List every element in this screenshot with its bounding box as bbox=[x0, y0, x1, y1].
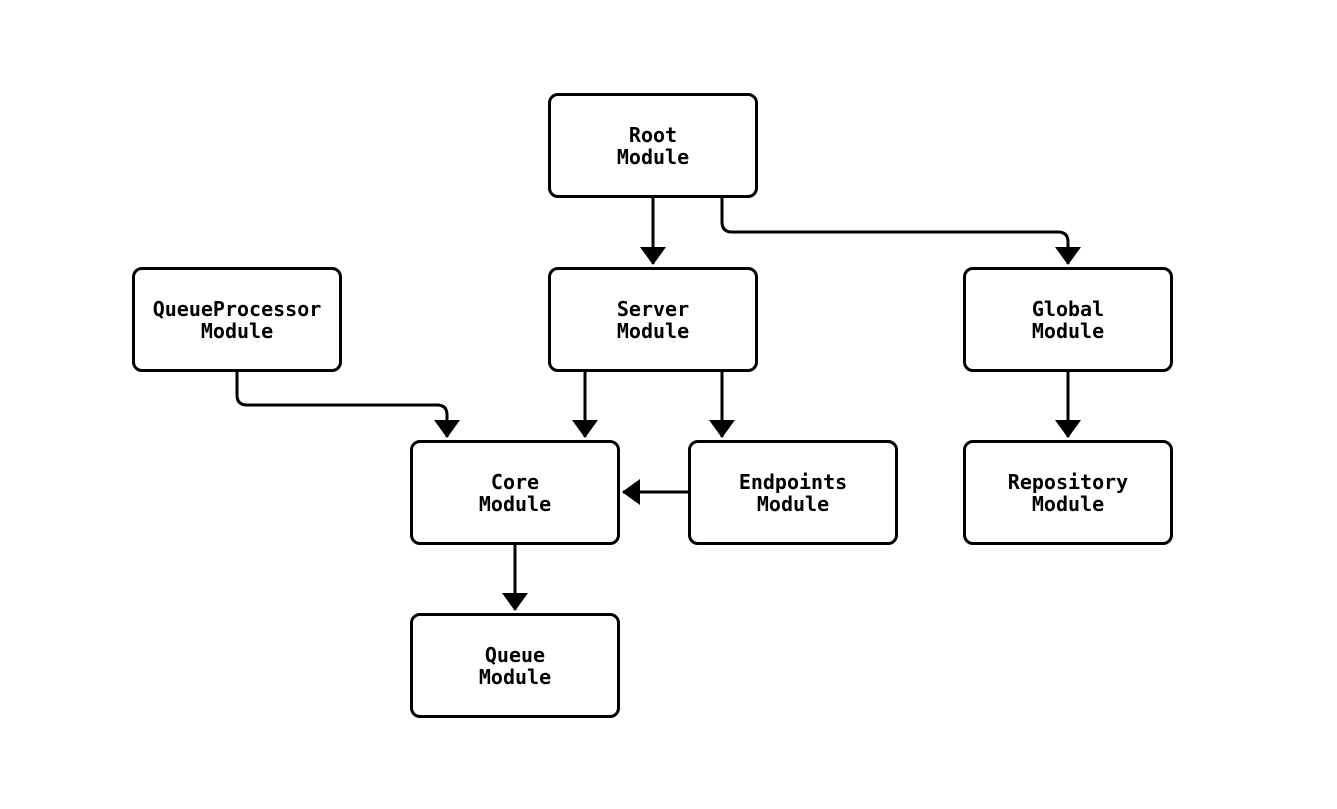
node-label-line: Module bbox=[616, 144, 690, 169]
node-label-line: Core bbox=[490, 469, 540, 494]
node-label-line: Server bbox=[616, 296, 690, 321]
node-label-line: Repository bbox=[1007, 469, 1129, 494]
node-core-module: Core Module bbox=[410, 440, 620, 545]
node-label-line: Module bbox=[200, 318, 274, 343]
node-root-module: Root Module bbox=[548, 93, 758, 198]
node-label-line: Queue bbox=[484, 642, 546, 667]
node-queueprocessor-module: QueueProcessor Module bbox=[132, 267, 342, 372]
node-label-line: Global bbox=[1031, 296, 1105, 321]
node-label-line: Module bbox=[478, 491, 552, 516]
node-label-line: Endpoints bbox=[738, 469, 848, 494]
node-queue-module: Queue Module bbox=[410, 613, 620, 718]
edge-queueprocessor-to-core bbox=[235, 372, 460, 438]
node-label-line: Module bbox=[478, 664, 552, 689]
node-endpoints-module: Endpoints Module bbox=[688, 440, 898, 545]
node-global-module: Global Module bbox=[963, 267, 1173, 372]
node-label-line: Module bbox=[616, 318, 690, 343]
node-label-line: Module bbox=[756, 491, 830, 516]
node-label-line: QueueProcessor bbox=[152, 296, 322, 321]
node-server-module: Server Module bbox=[548, 267, 758, 372]
node-label-line: Module bbox=[1031, 491, 1105, 516]
node-label-line: Module bbox=[1031, 318, 1105, 343]
edge-root-to-global bbox=[720, 198, 1081, 265]
node-label-line: Root bbox=[628, 122, 678, 147]
node-repository-module: Repository Module bbox=[963, 440, 1173, 545]
